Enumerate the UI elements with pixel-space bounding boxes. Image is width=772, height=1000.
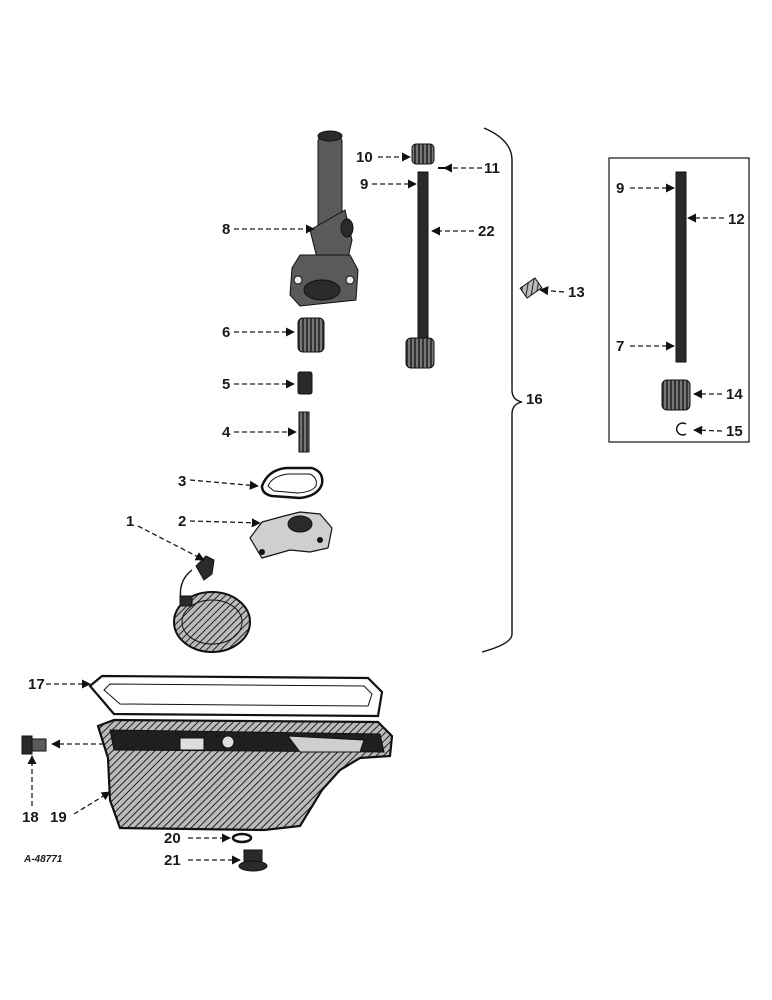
callout-14: 14 [726, 386, 743, 403]
callout-20: 20 [164, 830, 181, 847]
bushing [297, 371, 313, 395]
leader-19 [73, 791, 111, 815]
pump-cover [249, 511, 333, 559]
oil-pan [96, 718, 394, 832]
callout-4: 4 [222, 424, 231, 441]
callout-15: 15 [726, 423, 743, 440]
idler-gear [297, 317, 325, 353]
oil-pump-body [289, 130, 359, 307]
leader-2 [189, 518, 261, 528]
leader-13 [539, 286, 565, 296]
drain-plug-washer [231, 832, 253, 844]
leader-3 [189, 479, 259, 490]
bracket-16 [481, 127, 523, 653]
callout-9-main: 9 [360, 176, 368, 193]
oil-pickup-screen [173, 555, 251, 653]
callout-10: 10 [356, 149, 373, 166]
callout-12: 12 [728, 211, 745, 228]
key-plate [519, 277, 543, 299]
callout-13: 13 [568, 284, 585, 301]
callout-17: 17 [28, 676, 45, 693]
callout-2: 2 [178, 513, 186, 530]
drain-plug-side [21, 735, 47, 755]
callout-19: 19 [50, 809, 67, 826]
callout-22: 22 [478, 223, 495, 240]
oil-pan-gasket [88, 674, 384, 718]
idler-shaft [298, 411, 310, 453]
callout-7: 7 [616, 338, 624, 355]
figure-code: A-48771 [23, 854, 63, 865]
callout-11: 11 [484, 160, 500, 177]
leader-1 [137, 525, 205, 561]
drive-shaft-assembly [405, 171, 435, 369]
callout-18: 18 [22, 809, 39, 826]
callout-21: 21 [164, 852, 181, 869]
leader-15 [693, 425, 723, 435]
alternate-shaft-inset [608, 157, 750, 443]
callout-9-inset: 9 [616, 180, 624, 197]
pump-cover-gasket [260, 466, 324, 500]
drain-plug-bottom [238, 849, 268, 872]
drive-gear-small [411, 143, 435, 165]
callout-5: 5 [222, 376, 230, 393]
callout-16: 16 [526, 391, 543, 408]
callout-3: 3 [178, 473, 186, 490]
callout-8: 8 [222, 221, 230, 238]
callout-6: 6 [222, 324, 230, 341]
callout-1: 1 [126, 513, 134, 530]
